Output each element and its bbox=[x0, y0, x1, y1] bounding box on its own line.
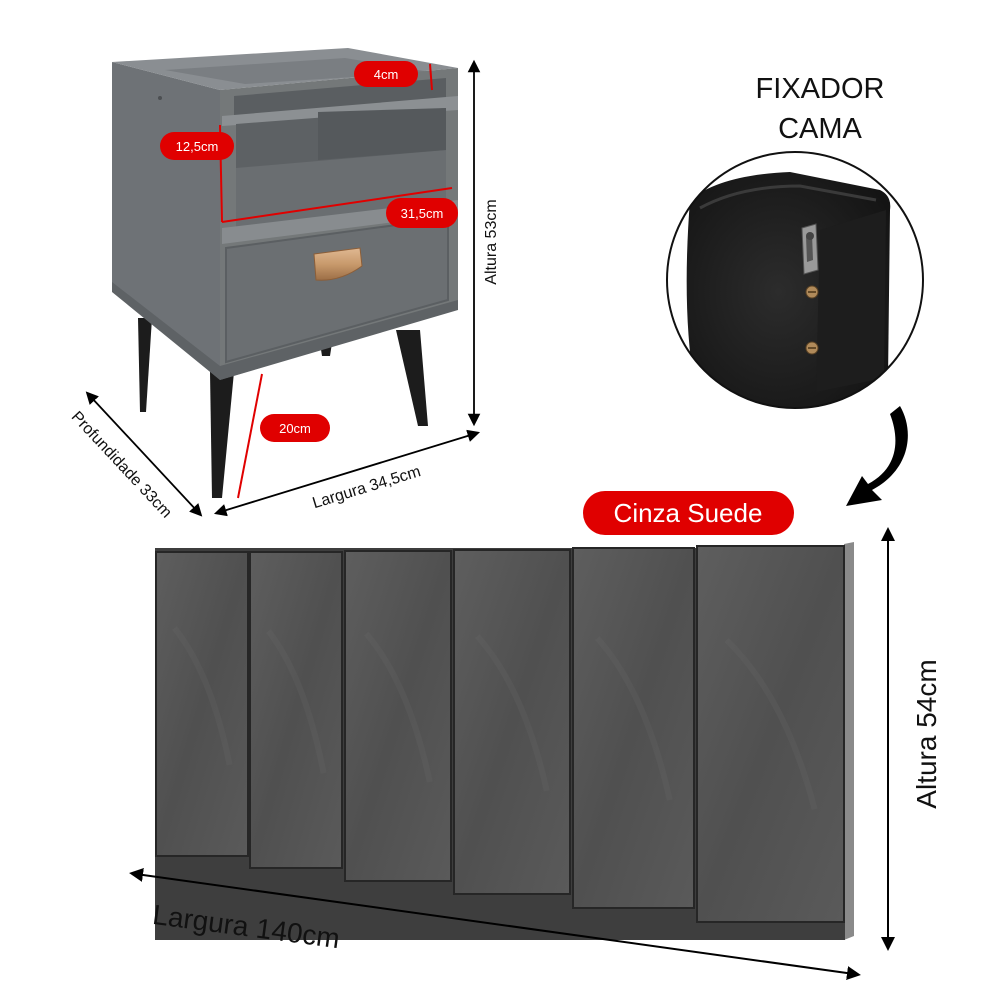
svg-text:Cinza Suede: Cinza Suede bbox=[614, 498, 763, 528]
badge-top-lip: 4cm bbox=[354, 61, 418, 87]
width-dimension-arrow bbox=[213, 429, 481, 517]
panel-texture bbox=[266, 629, 327, 774]
nightstand-drawer bbox=[225, 216, 449, 364]
headboard-panel bbox=[572, 547, 695, 909]
nightstand-upper-niche bbox=[234, 78, 446, 116]
svg-text:4cm: 4cm bbox=[374, 67, 399, 82]
headboard-panel bbox=[696, 545, 845, 923]
fixador-title-line1: FIXADOR bbox=[756, 73, 885, 105]
panel-texture bbox=[724, 637, 818, 810]
height-label: Altura 53cm bbox=[483, 199, 500, 284]
headboard-height-label: Altura 54cm bbox=[911, 659, 942, 808]
fixador-title-line2: CAMA bbox=[778, 113, 862, 145]
depth-label: Profundidade 33cm bbox=[68, 408, 175, 521]
badge-niche-height: 12,5cm bbox=[160, 132, 234, 160]
headboard-side bbox=[844, 542, 854, 940]
badge-leg-height: 20cm bbox=[260, 414, 330, 442]
panel-texture bbox=[172, 626, 233, 766]
nightstand-leg-front-left bbox=[210, 372, 234, 498]
headboard-width-arrow bbox=[129, 868, 861, 980]
panel-texture bbox=[474, 633, 550, 792]
drawer-handle bbox=[313, 247, 363, 281]
depth-dimension-arrow bbox=[85, 391, 203, 517]
svg-text:12,5cm: 12,5cm bbox=[176, 139, 219, 154]
panel-texture bbox=[594, 635, 673, 801]
headboard-panel bbox=[155, 551, 249, 857]
color-badge: Cinza Suede bbox=[583, 491, 794, 535]
nightstand: 4cm 12,5cm 31,5cm 20cm Altura 53cm Largu… bbox=[68, 48, 500, 521]
headboard-panel bbox=[453, 549, 571, 895]
headboard-panel bbox=[344, 550, 452, 882]
fixador-detail-circle bbox=[666, 151, 924, 409]
fixador-section: FIXADOR CAMA bbox=[666, 73, 924, 506]
svg-text:31,5cm: 31,5cm bbox=[401, 206, 444, 221]
nightstand-leg-front-right bbox=[396, 330, 428, 426]
svg-text:20cm: 20cm bbox=[279, 421, 311, 436]
nightstand-leg-back-left bbox=[138, 318, 152, 412]
headboard-panels bbox=[155, 545, 845, 923]
badge-inner-width: 31,5cm bbox=[386, 198, 458, 228]
width-label: Largura 34,5cm bbox=[311, 463, 423, 512]
curved-arrow-icon bbox=[846, 406, 908, 506]
headboard: Cinza Suede Largura 140cm Altura 54cm bbox=[129, 491, 942, 980]
headboard-panel bbox=[249, 551, 343, 869]
panel-texture bbox=[363, 631, 433, 783]
